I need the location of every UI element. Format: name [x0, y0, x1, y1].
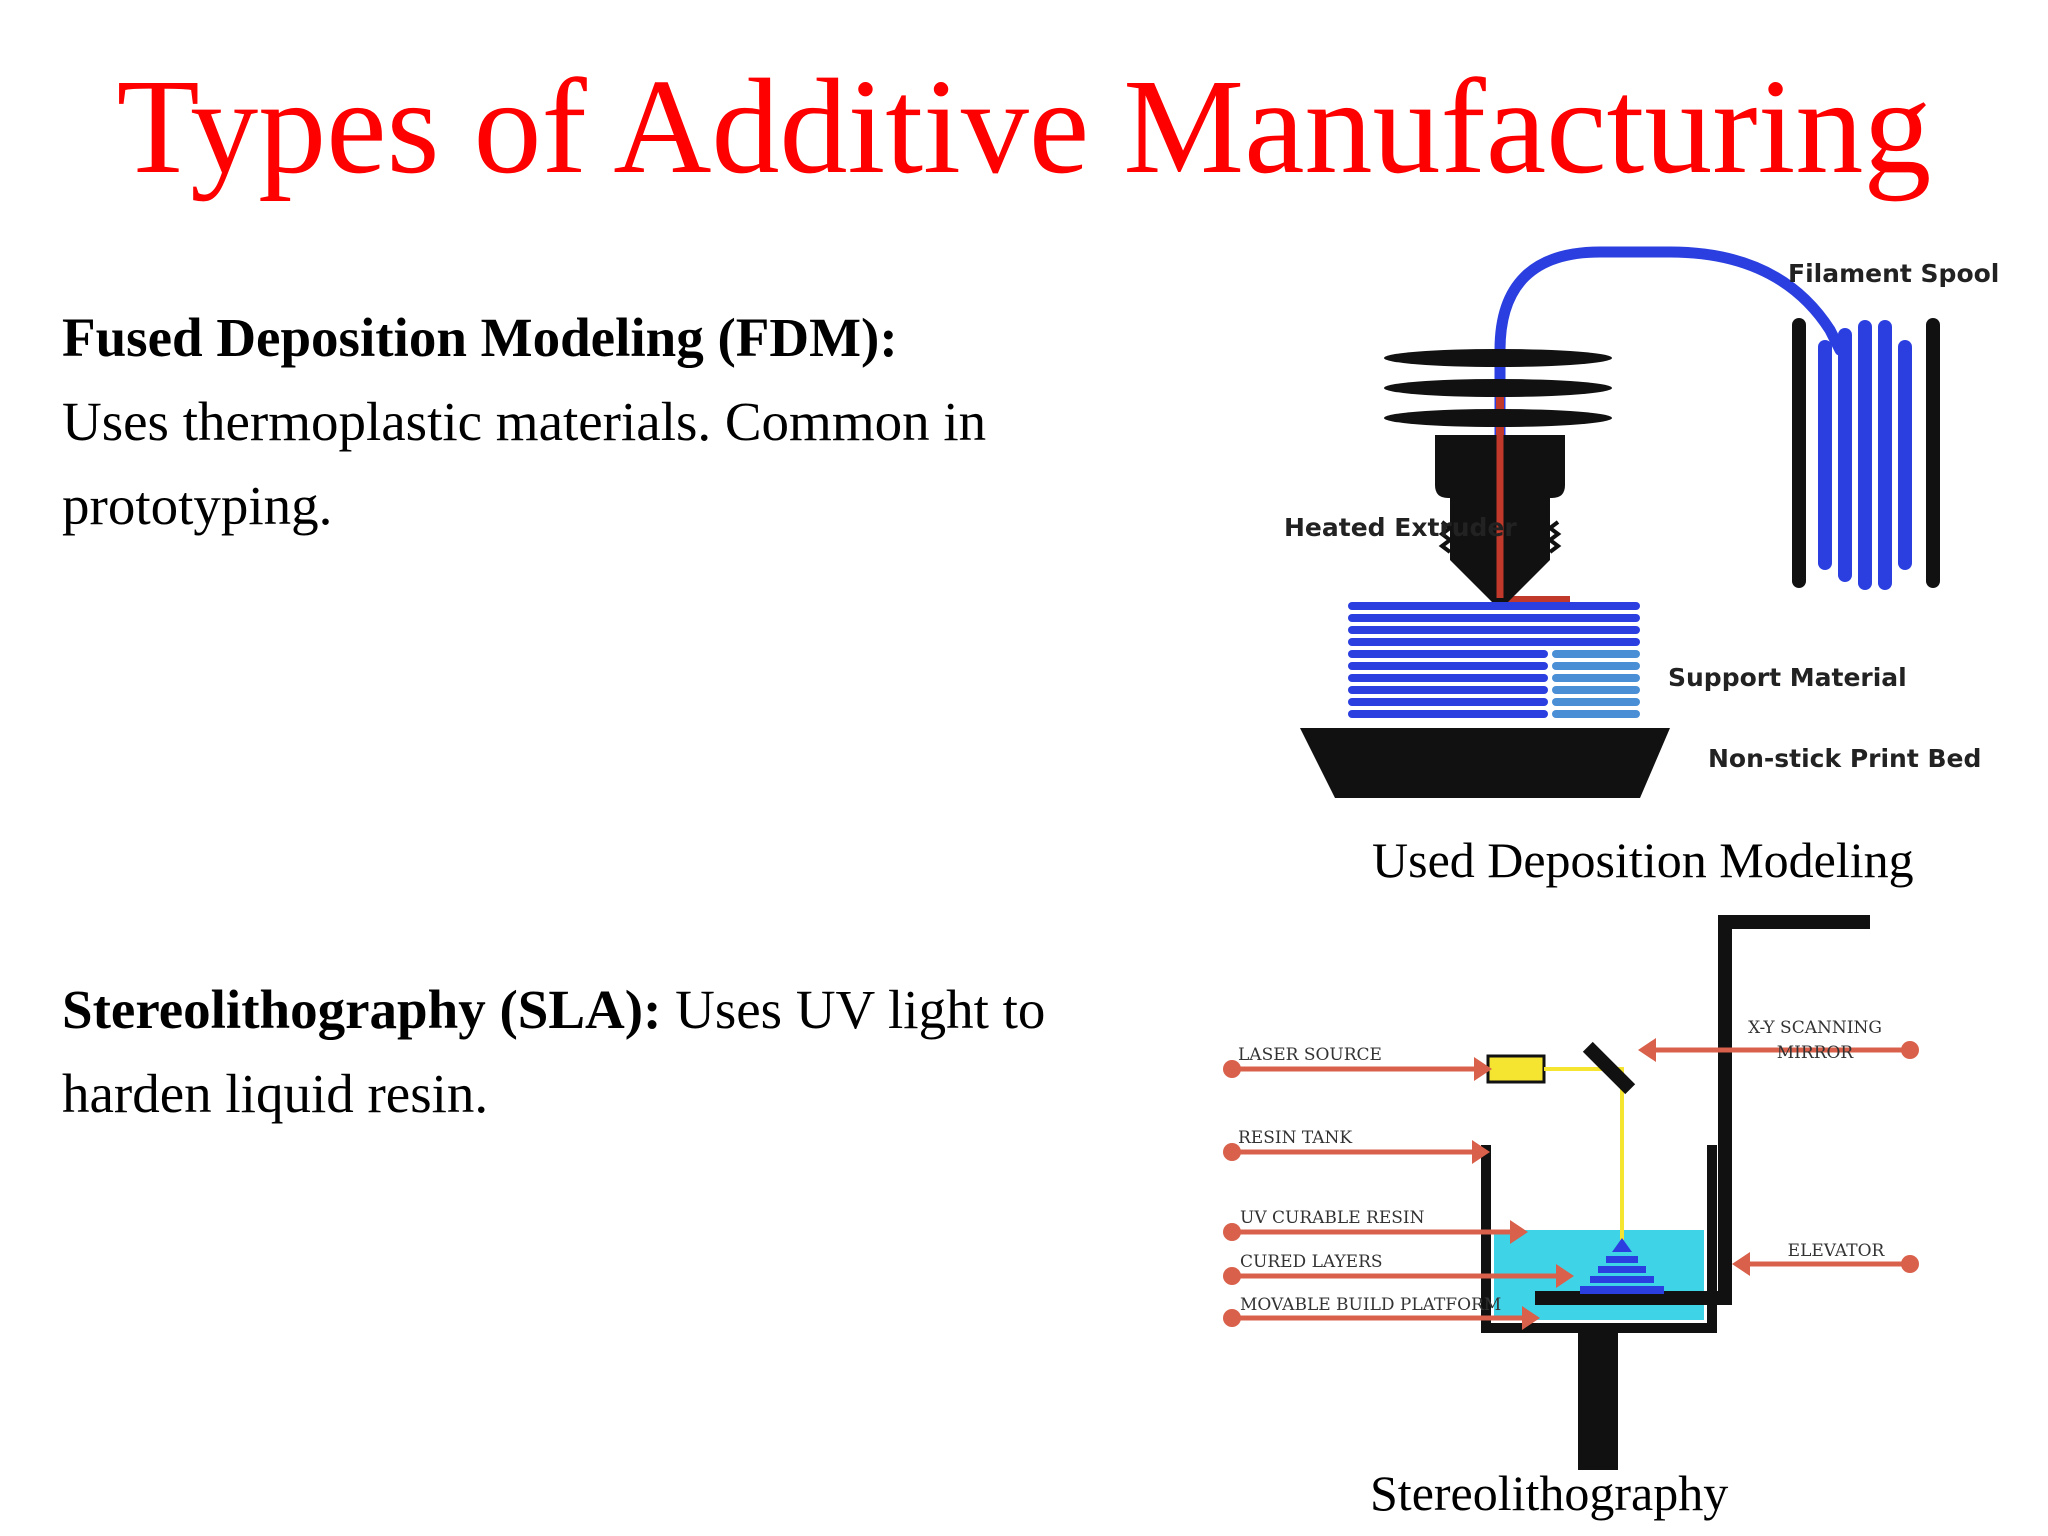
printed-layers — [1348, 602, 1640, 718]
model-layer — [1348, 614, 1640, 622]
support-layer — [1552, 686, 1640, 694]
model-layer — [1348, 710, 1548, 718]
fdm-text-block: Fused Deposition Modeling (FDM): Uses th… — [62, 296, 1102, 548]
filament-line — [1494, 246, 1846, 506]
heated-extruder — [1435, 435, 1565, 602]
support-layer — [1552, 650, 1640, 658]
print-bed-label: Non-stick Print Bed — [1708, 744, 1981, 773]
support-layer — [1552, 674, 1640, 682]
model-layer — [1348, 698, 1548, 706]
support-layer — [1552, 698, 1640, 706]
model-layer — [1348, 662, 1548, 670]
model-layer — [1348, 650, 1548, 658]
page-title: Types of Additive Manufacturing — [116, 52, 1932, 202]
elevator — [1535, 915, 1870, 1305]
cured-layers — [1580, 1238, 1664, 1294]
support-layer — [1552, 662, 1640, 670]
fdm-caption: Used Deposition Modeling — [1372, 832, 1914, 888]
resin-tank-label: RESIN TANK — [1238, 1128, 1352, 1148]
fdm-heading: Fused Deposition Modeling (FDM): — [62, 307, 898, 368]
sla-caption: Stereolithography — [1370, 1465, 1729, 1521]
sla-text-block: Stereolithography (SLA): Uses UV light t… — [62, 968, 1142, 1136]
model-layer — [1348, 602, 1640, 610]
laser-beam — [1544, 1067, 1624, 1240]
sla-heading: Stereolithography (SLA): — [62, 979, 662, 1040]
filament-spool — [1792, 318, 1940, 590]
movable-build-platform-label: MOVABLE BUILD PLATFORM — [1240, 1295, 1501, 1315]
filament-spool-label: Filament Spool — [1788, 259, 1999, 288]
heated-extruder-label: Heated Extruder — [1284, 513, 1517, 542]
model-layer — [1348, 686, 1548, 694]
laser-source-label: LASER SOURCE — [1238, 1045, 1382, 1065]
model-layer — [1348, 638, 1640, 646]
uv-curable-resin-label: UV CURABLE RESIN — [1240, 1208, 1425, 1228]
support-layer — [1552, 710, 1640, 718]
fdm-description: Uses thermoplastic materials. Common in … — [62, 391, 987, 536]
mirror-label: MIRROR — [1777, 1043, 1855, 1063]
tank-stand — [1578, 1328, 1618, 1470]
elevator-label: ELEVATOR — [1788, 1241, 1886, 1261]
sla-description: Uses UV light to harden liquid resin. — [62, 979, 1046, 1124]
cured-layers-label: CURED LAYERS — [1240, 1252, 1383, 1272]
heat-sink — [1384, 349, 1612, 427]
xy-scanning-label: X-Y SCANNING — [1748, 1018, 1882, 1038]
fdm-diagram: Filament Spool Heated Extruder Support M… — [1284, 246, 1999, 798]
label-arrows — [1223, 1038, 1919, 1330]
model-layer — [1348, 626, 1640, 634]
laser-source — [1486, 1054, 1546, 1084]
sla-diagram: LASER SOURCE RESIN TANK UV CURABLE RESIN… — [1223, 915, 1919, 1470]
support-material-label: Support Material — [1668, 663, 1907, 692]
xy-scanning-mirror — [1582, 1041, 1636, 1095]
model-layer — [1348, 674, 1548, 682]
print-bed — [1300, 728, 1670, 798]
